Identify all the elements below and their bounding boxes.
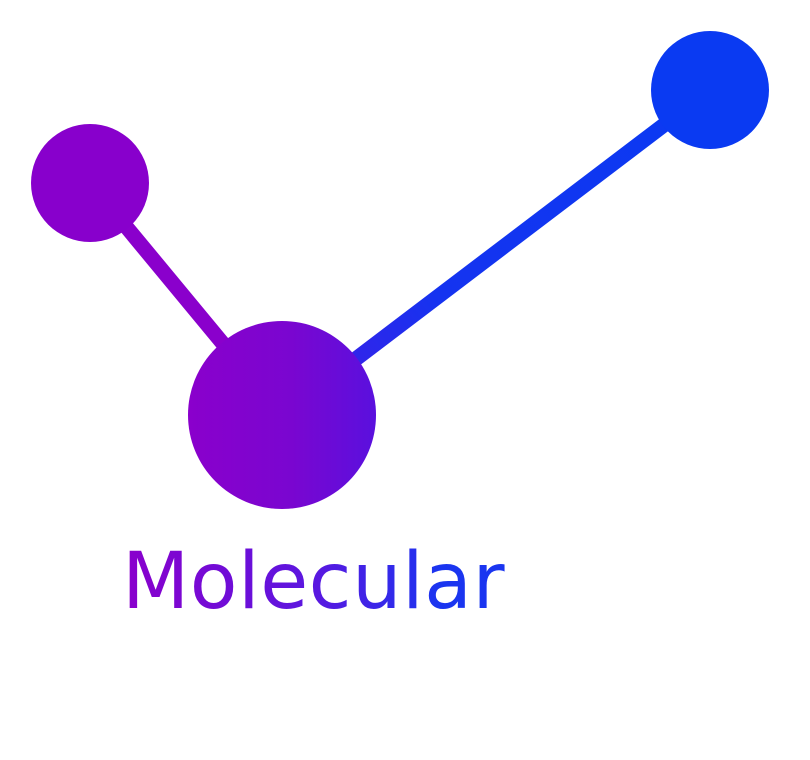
- atom-central: [188, 321, 376, 509]
- atom-left: [31, 124, 149, 242]
- molecule-icon: [31, 31, 769, 509]
- atom-top-right: [651, 31, 769, 149]
- brand-wordmark: Molecular: [122, 537, 505, 627]
